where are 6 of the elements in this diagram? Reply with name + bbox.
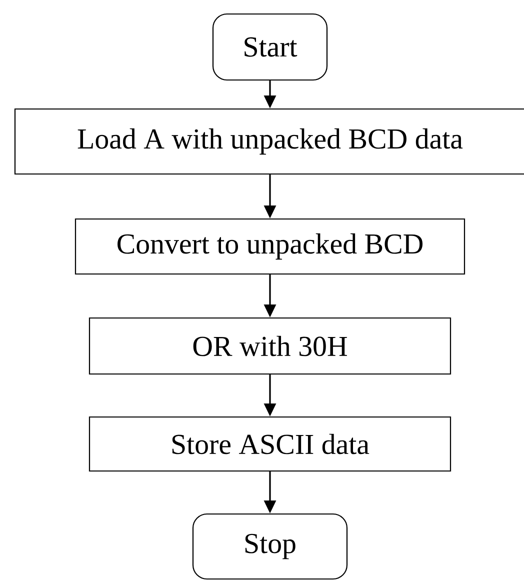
process-box: Convert to unpacked BCD bbox=[74, 218, 466, 275]
terminal-box: Stop bbox=[192, 513, 348, 580]
process-box: Load A with unpacked BCD data bbox=[14, 108, 524, 175]
terminal-box: Start bbox=[212, 13, 328, 81]
process-box: Store ASCII data bbox=[88, 416, 452, 472]
process-box: OR with 30H bbox=[88, 317, 452, 375]
